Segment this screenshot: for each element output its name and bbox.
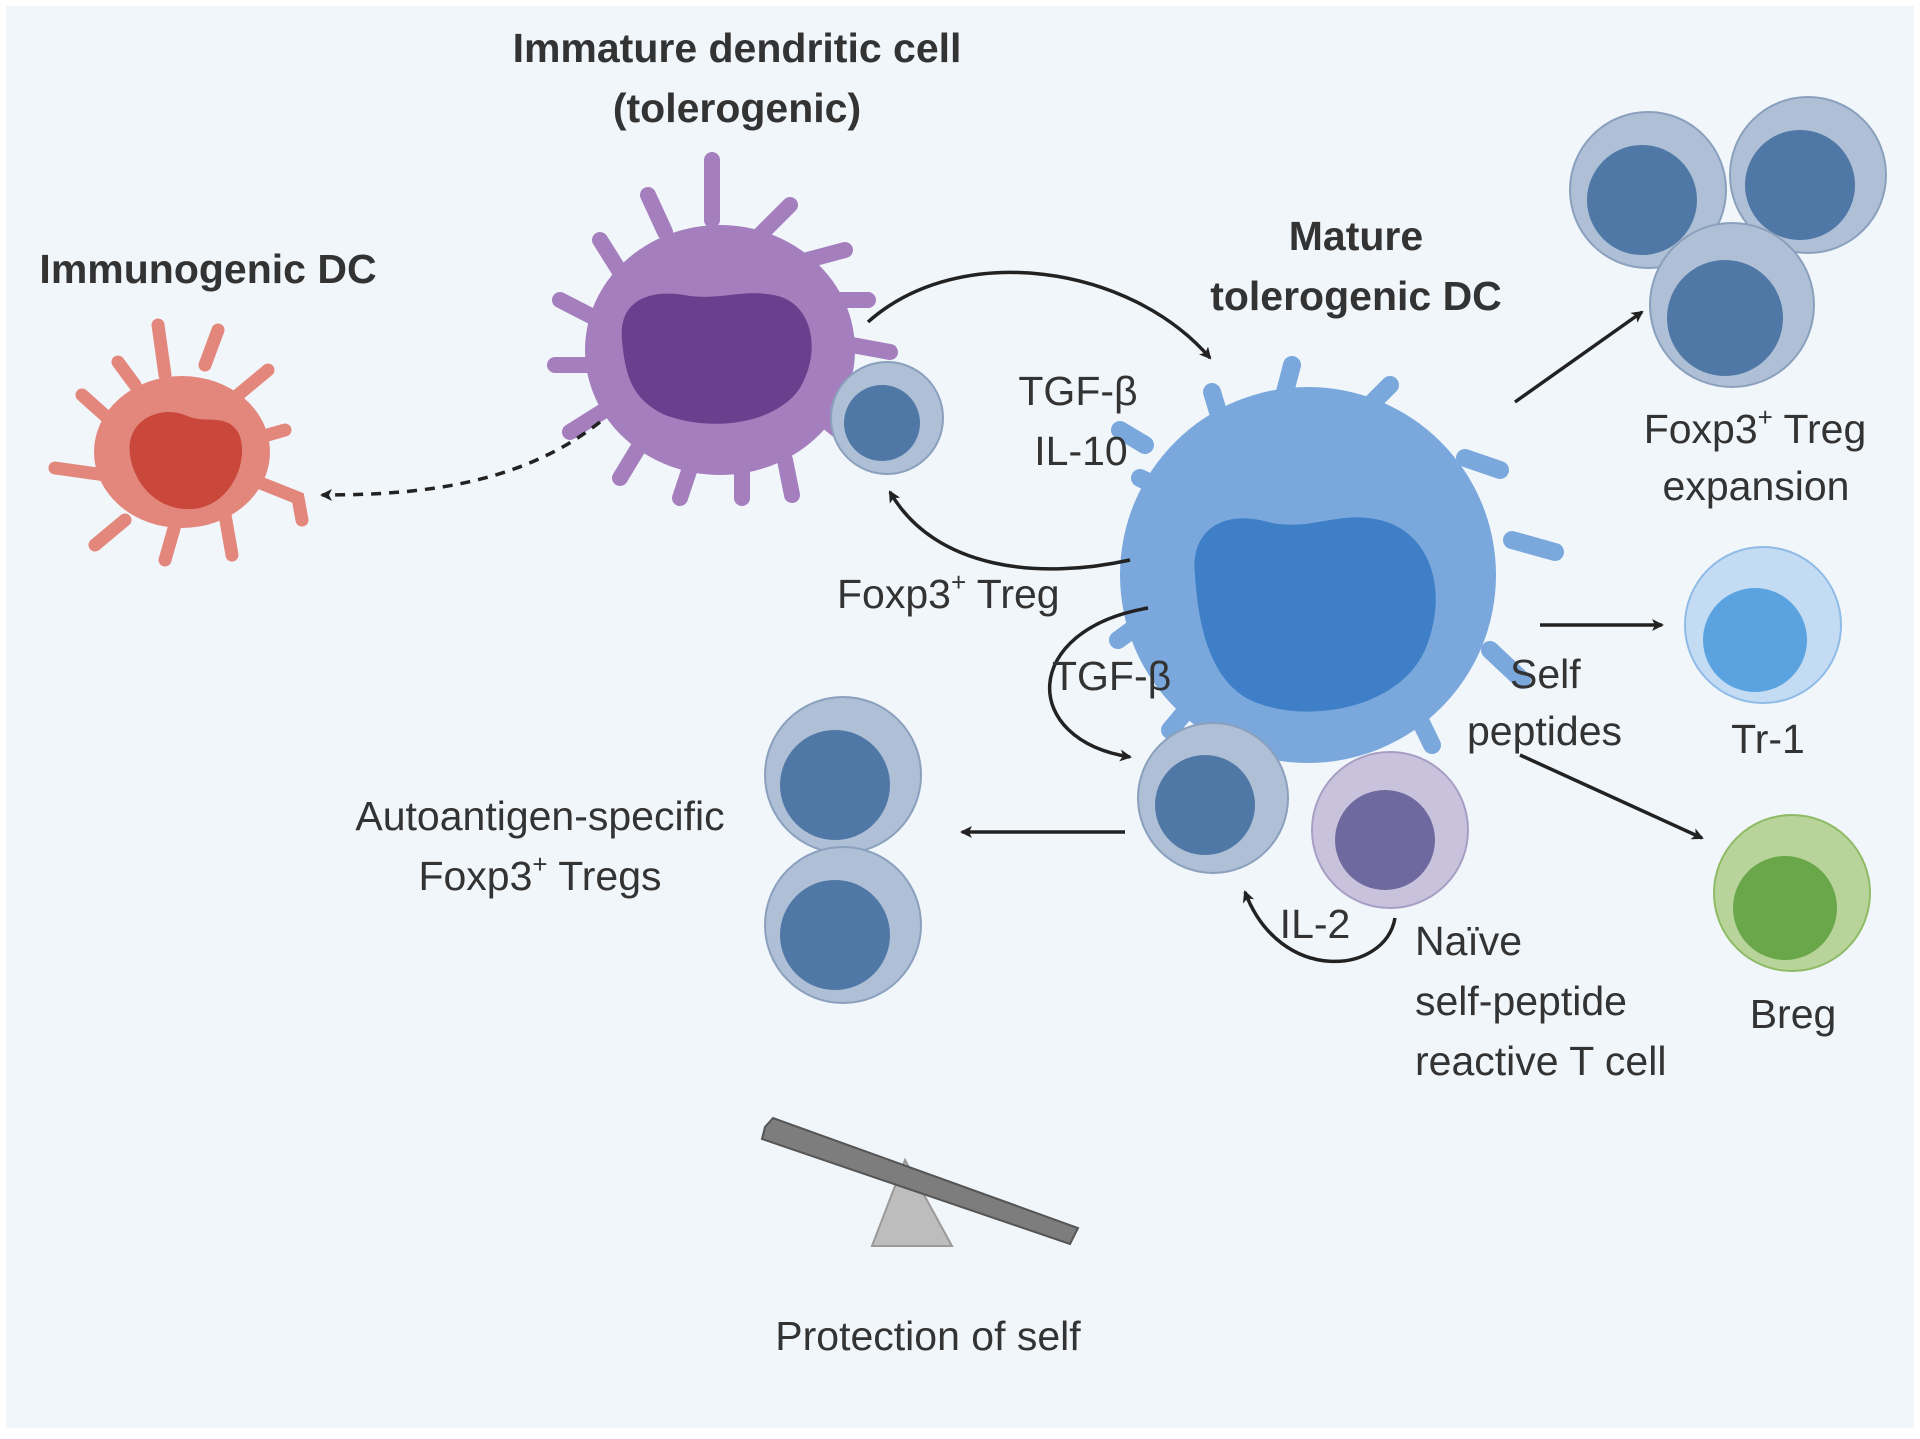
self-peptides-label-line2: peptides <box>1467 708 1622 754</box>
arrow-to-breg <box>1519 753 1704 840</box>
autoantigen-treg-cell-1 <box>764 696 922 854</box>
mature-dc-label-line2: tolerogenic DC <box>1210 273 1502 319</box>
immature-dc-label-line2: (tolerogenic) <box>613 85 861 131</box>
immature-dc-cell <box>547 152 898 506</box>
breg-label: Breg <box>1750 991 1837 1037</box>
treg-expansion-cluster <box>1569 96 1887 388</box>
mature-dc-bound-treg <box>1137 722 1289 874</box>
treg-expansion-label-line1: Foxp3+ Treg <box>1644 402 1867 452</box>
autoantigen-treg-stack <box>764 696 922 1004</box>
seesaw-icon <box>760 1116 1080 1247</box>
mature-dc-nucleus <box>1194 517 1436 712</box>
arrow-il2-loop <box>1242 890 1397 964</box>
immunogenic-dc-cell <box>48 318 309 567</box>
arrow-tgf-beta-loop <box>1047 606 1149 762</box>
immunogenic-dc-nucleus <box>129 411 243 510</box>
treg-expansion-cell-1 <box>1569 111 1727 269</box>
immature-dc-label-line1: Immature dendritic cell <box>513 25 962 71</box>
immunogenic-dc-label: Immunogenic DC <box>39 246 376 292</box>
arrow-foxp3-treg-feedback <box>888 490 1131 571</box>
seesaw-plank <box>760 1116 1080 1246</box>
mature-tolerogenic-dc-cell <box>1109 356 1564 763</box>
il2-label: IL-2 <box>1280 901 1351 947</box>
treg-expansion-label-rest: Treg <box>1773 406 1866 452</box>
seesaw-fulcrum <box>870 1157 954 1247</box>
naive-label-line3: reactive T cell <box>1415 1038 1666 1084</box>
immunogenic-dc-dendrites <box>48 318 309 567</box>
treg-expansion-label-line2: expansion <box>1663 463 1850 509</box>
naive-label-line1: Naïve <box>1415 918 1522 964</box>
tr1-label: Tr-1 <box>1731 716 1805 762</box>
treg-expansion-cell-3 <box>1649 222 1815 388</box>
naive-t-cell <box>1311 751 1469 909</box>
treg-expansion-cell-2 <box>1729 96 1887 254</box>
foxp3-treg-label-main: Foxp3 <box>837 571 951 617</box>
naive-label-line2: self-peptide <box>1415 978 1627 1024</box>
breg-cell <box>1713 814 1871 972</box>
tgf-beta-loop-label: TGF-β <box>1052 653 1171 699</box>
treg-expansion-label-sup: + <box>1758 402 1773 432</box>
tgf-beta-il10-label-line2: IL-10 <box>1034 428 1127 474</box>
autoantigen-label-main: Foxp3 <box>418 853 532 899</box>
tr1-cell <box>1684 546 1842 704</box>
foxp3-treg-label-sup: + <box>951 567 966 597</box>
immature-dc-nucleus <box>621 293 812 424</box>
arrows <box>320 270 1704 964</box>
immature-dc-bound-treg <box>830 361 944 475</box>
autoantigen-label-sup: + <box>532 849 547 879</box>
arrow-to-immunogenic-dc <box>320 420 602 501</box>
treg-expansion-label-main: Foxp3 <box>1644 406 1758 452</box>
foxp3-treg-label: Foxp3+ Treg <box>837 567 1060 617</box>
tgf-beta-il10-label-line1: TGF-β <box>1018 368 1137 414</box>
mature-dc-label-line1: Mature <box>1289 213 1423 259</box>
arrow-to-treg-expansion <box>1513 310 1644 404</box>
arrow-immature-to-mature <box>866 270 1212 360</box>
protection-of-self-label: Protection of self <box>775 1313 1081 1359</box>
autoantigen-treg-cell-2 <box>764 846 922 1004</box>
autoantigen-label-line1: Autoantigen-specific <box>355 793 724 839</box>
foxp3-treg-label-rest: Treg <box>966 571 1059 617</box>
self-peptides-label-line1: Self <box>1510 651 1581 697</box>
autoantigen-label-rest: Tregs <box>548 853 662 899</box>
autoantigen-label-line2: Foxp3+ Tregs <box>418 849 661 899</box>
